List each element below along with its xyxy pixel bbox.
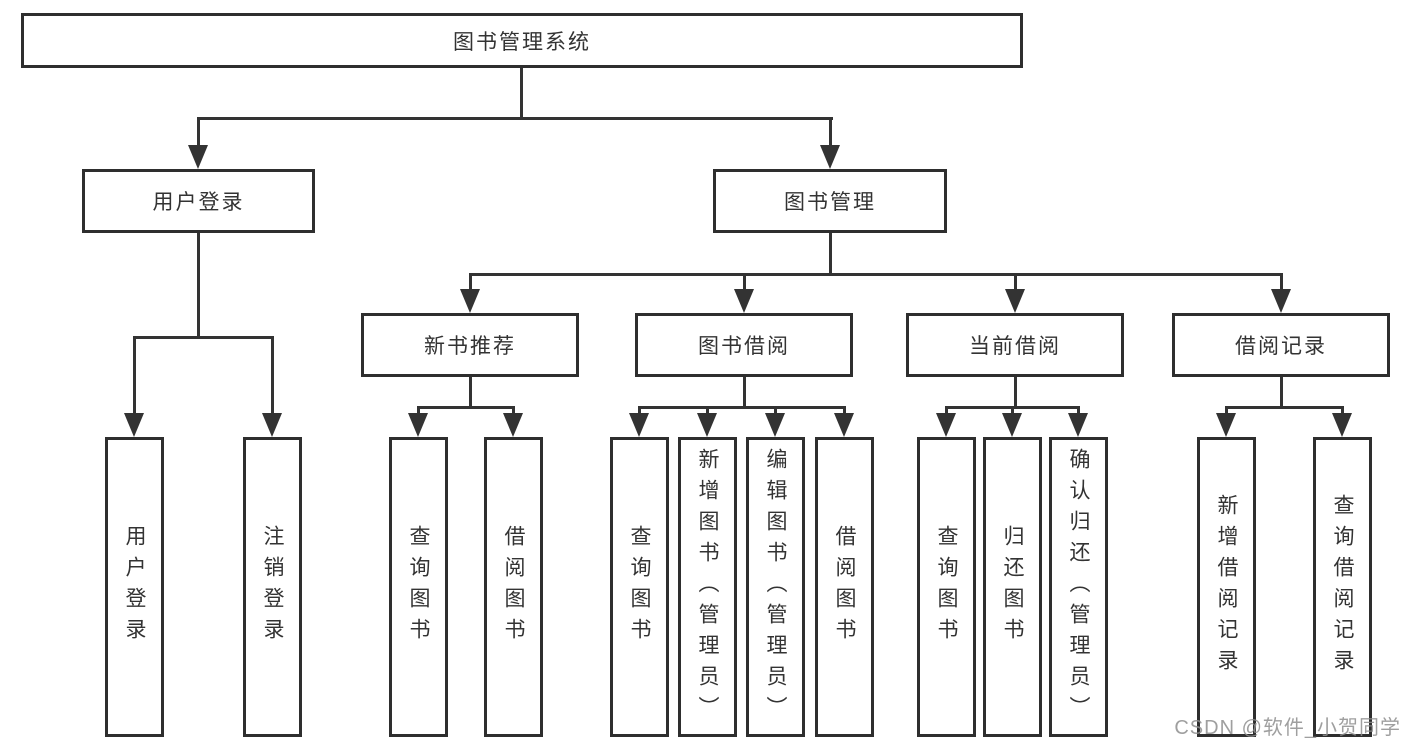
connector-line — [417, 406, 420, 415]
node-query-books-current: 查询图书 — [917, 437, 976, 737]
connector-line — [945, 406, 948, 415]
arrow-down-icon — [262, 413, 282, 437]
connector-line — [469, 273, 1283, 276]
node-edit-book-admin: 编辑图书（管理员） — [746, 437, 805, 737]
connector-line — [197, 233, 200, 336]
leaf-label: 查询图书 — [628, 525, 651, 649]
connector-line — [520, 68, 523, 117]
leaf-label: 查询借阅记录 — [1331, 494, 1354, 680]
leaf-label: 用户登录 — [123, 525, 146, 649]
arrow-down-icon — [1002, 413, 1022, 437]
leaf-label: 新增图书（管理员） — [696, 447, 719, 727]
connector-line — [417, 406, 515, 409]
leaf-label: 借阅图书 — [833, 525, 856, 649]
arrow-down-icon — [124, 413, 144, 437]
arrow-down-icon — [460, 289, 480, 313]
connector-line — [743, 273, 746, 291]
connector-line — [1014, 273, 1017, 291]
connector-line — [469, 273, 472, 291]
arrow-down-icon — [936, 413, 956, 437]
connector-line — [774, 406, 777, 415]
node-add-book-admin: 新增图书（管理员） — [678, 437, 737, 737]
connector-line — [638, 406, 641, 415]
connector-line — [843, 406, 846, 415]
node-logout: 注销登录 — [243, 437, 302, 737]
connector-line — [743, 377, 746, 406]
node-add-borrow-record: 新增借阅记录 — [1197, 437, 1256, 737]
arrow-down-icon — [697, 413, 717, 437]
leaf-label: 新增借阅记录 — [1215, 494, 1238, 680]
connector-line — [1280, 273, 1283, 291]
arrow-down-icon — [820, 145, 840, 169]
node-user-login-leaf: 用户登录 — [105, 437, 164, 737]
node-query-books-borrowing: 查询图书 — [610, 437, 669, 737]
arrow-down-icon — [765, 413, 785, 437]
arrow-down-icon — [408, 413, 428, 437]
leaf-label: 查询图书 — [935, 525, 958, 649]
arrow-down-icon — [503, 413, 523, 437]
arrow-down-icon — [1271, 289, 1291, 313]
node-book-borrowing: 图书借阅 — [635, 313, 853, 377]
leaf-label: 编辑图书（管理员） — [764, 447, 787, 727]
arrow-down-icon — [1005, 289, 1025, 313]
connector-line — [512, 406, 515, 415]
connector-line — [1014, 377, 1017, 406]
node-borrow-books-recommend: 借阅图书 — [484, 437, 543, 737]
connector-line — [1280, 377, 1283, 406]
connector-line — [706, 406, 709, 415]
connector-line — [638, 406, 846, 409]
node-user-login: 用户登录 — [82, 169, 315, 233]
arrow-down-icon — [1216, 413, 1236, 437]
arrow-down-icon — [834, 413, 854, 437]
node-borrow-books-borrowing: 借阅图书 — [815, 437, 874, 737]
node-return-books: 归还图书 — [983, 437, 1042, 737]
arrow-down-icon — [629, 413, 649, 437]
connector-line — [197, 117, 200, 147]
arrow-down-icon — [734, 289, 754, 313]
connector-line — [1341, 406, 1344, 415]
connector-line — [133, 336, 274, 339]
leaf-label: 确认归还（管理员） — [1067, 447, 1090, 727]
connector-line — [829, 233, 832, 273]
connector-line — [829, 117, 832, 147]
node-library-system: 图书管理系统 — [21, 13, 1023, 68]
leaf-label: 归还图书 — [1001, 525, 1024, 649]
node-confirm-return-admin: 确认归还（管理员） — [1049, 437, 1108, 737]
leaf-label: 查询图书 — [407, 525, 430, 649]
watermark: CSDN @软件_小贺同学 — [1174, 717, 1401, 739]
node-book-management: 图书管理 — [713, 169, 947, 233]
arrow-down-icon — [1332, 413, 1352, 437]
node-query-borrow-record: 查询借阅记录 — [1313, 437, 1372, 737]
leaf-label: 借阅图书 — [502, 525, 525, 649]
connector-line — [133, 336, 136, 415]
connector-line — [1077, 406, 1080, 415]
connector-line — [1225, 406, 1228, 415]
arrow-down-icon — [1068, 413, 1088, 437]
node-query-books-recommend: 查询图书 — [389, 437, 448, 737]
connector-line — [271, 336, 274, 415]
connector-line — [197, 117, 833, 120]
arrow-down-icon — [188, 145, 208, 169]
node-new-book-recommendation: 新书推荐 — [361, 313, 579, 377]
connector-line — [1225, 406, 1344, 409]
connector-line — [1011, 406, 1014, 415]
connector-line — [469, 377, 472, 406]
node-borrowing-records: 借阅记录 — [1172, 313, 1390, 377]
leaf-label: 注销登录 — [261, 525, 284, 649]
node-current-borrowing: 当前借阅 — [906, 313, 1124, 377]
